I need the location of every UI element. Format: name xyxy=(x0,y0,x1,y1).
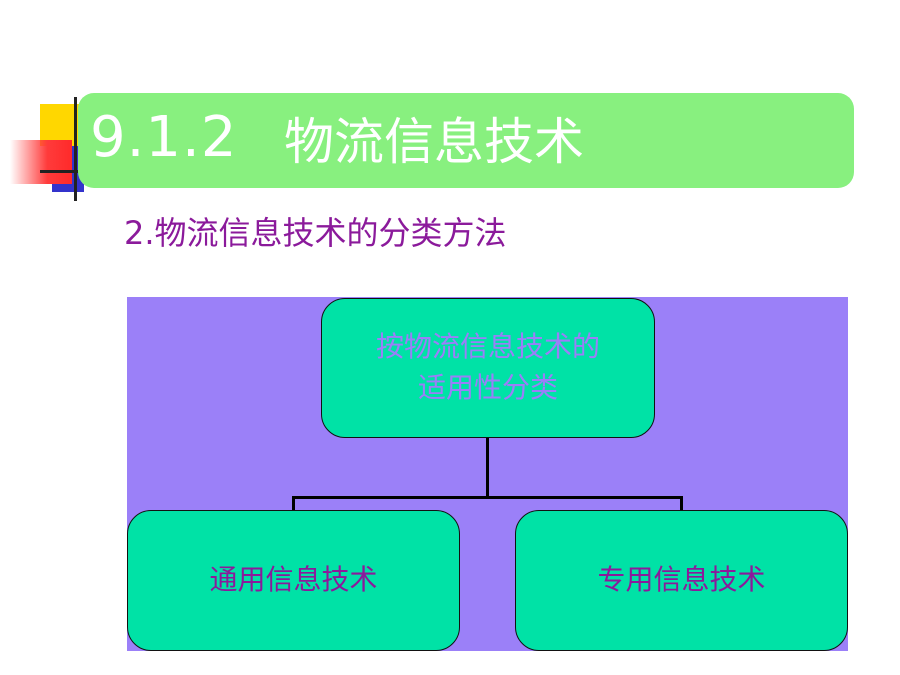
section-title: 物流信息技术 xyxy=(284,113,584,171)
decor-vertical-line xyxy=(74,97,77,201)
connector-right-drop xyxy=(680,496,683,511)
connector-horizontal xyxy=(292,496,683,499)
title-bar: 9.1.2 物流信息技术 xyxy=(78,93,854,188)
subtitle: 2.物流信息技术的分类方法 xyxy=(124,214,507,252)
node-root-label: 按物流信息技术的适用性分类 xyxy=(375,330,600,404)
decor-red-square xyxy=(10,140,72,184)
node-general-info-tech-label: 通用信息技术 xyxy=(209,563,378,597)
node-general-info-tech: 通用信息技术 xyxy=(127,510,460,651)
node-special-info-tech: 专用信息技术 xyxy=(515,510,848,651)
connector-left-drop xyxy=(292,496,295,511)
section-number: 9.1.2 xyxy=(90,105,238,170)
connector-root-stem xyxy=(486,438,489,498)
node-root: 按物流信息技术的适用性分类 xyxy=(321,298,655,438)
decor-horizontal-line xyxy=(40,170,85,173)
node-special-info-tech-label: 专用信息技术 xyxy=(597,563,766,597)
